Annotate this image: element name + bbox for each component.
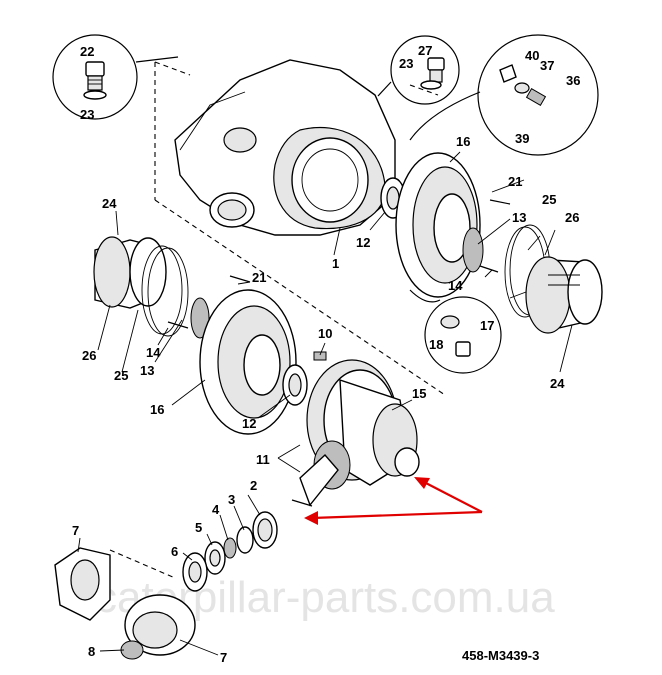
- figure-code: 458-M3439-3: [462, 648, 539, 663]
- inset-right-pin: 40 37 36 39: [409, 34, 599, 156]
- left-bearing-cup: [93, 236, 251, 339]
- inset-middle-plug: 27 23: [377, 35, 460, 105]
- callout-12-right: 12: [356, 235, 370, 250]
- callout-24-left: 24: [102, 196, 117, 211]
- callout-13-right: 13: [512, 210, 526, 225]
- callout-26-left: 26: [82, 348, 96, 363]
- callout-5: 5: [195, 520, 202, 535]
- inset-bottom-bolt: 17 18: [409, 289, 502, 374]
- callout-25-right: 25: [542, 192, 556, 207]
- label-39: 39: [515, 131, 529, 146]
- label-22: 22: [80, 44, 94, 59]
- callout-1: 1: [332, 256, 339, 271]
- pinion-parts: [182, 511, 278, 592]
- differential-gear-assembly: [291, 359, 420, 507]
- callout-25-left: 25: [114, 368, 128, 383]
- right-bearing-cup: [504, 224, 603, 334]
- label-37: 37: [540, 58, 554, 73]
- callout-14-right: 14: [448, 278, 463, 293]
- label-17: 17: [480, 318, 494, 333]
- leader-lines: [77, 151, 573, 656]
- label-23b: 23: [399, 56, 413, 71]
- callout-21-left: 21: [252, 270, 266, 285]
- differential-housing: [154, 59, 446, 396]
- inset-left-plug: 22 23: [52, 34, 179, 122]
- label-36: 36: [566, 73, 580, 88]
- red-pointer-arrows: [304, 477, 483, 525]
- callout-7-flange: 7: [220, 650, 227, 665]
- callout-11: 11: [256, 452, 270, 467]
- left-cover-assembly: [199, 289, 327, 435]
- callout-13-left: 13: [140, 363, 154, 378]
- callout-3: 3: [228, 492, 235, 507]
- callout-10: 10: [318, 326, 332, 341]
- callout-12-left: 12: [242, 416, 256, 431]
- label-27: 27: [418, 43, 432, 58]
- callout-2: 2: [250, 478, 257, 493]
- callout-4: 4: [212, 502, 220, 517]
- callout-labels: 1 2 3 4 5 6 7 7 8 10 11 12 12 13 13 14 1…: [72, 134, 579, 665]
- callout-14-left: 14: [146, 345, 161, 360]
- label-18: 18: [429, 337, 443, 352]
- callout-24-right: 24: [550, 376, 565, 391]
- callout-7-yoke: 7: [72, 523, 79, 538]
- right-cover-assembly: [380, 152, 511, 298]
- callout-15: 15: [412, 386, 426, 401]
- callout-8: 8: [88, 644, 95, 659]
- callout-6: 6: [171, 544, 178, 559]
- label-40: 40: [525, 48, 539, 63]
- label-23: 23: [80, 107, 94, 122]
- callout-26-right: 26: [565, 210, 579, 225]
- callout-16-left: 16: [150, 402, 164, 417]
- callout-21-right: 21: [508, 174, 522, 189]
- callout-16-right: 16: [456, 134, 470, 149]
- yoke-and-flange: [54, 547, 196, 660]
